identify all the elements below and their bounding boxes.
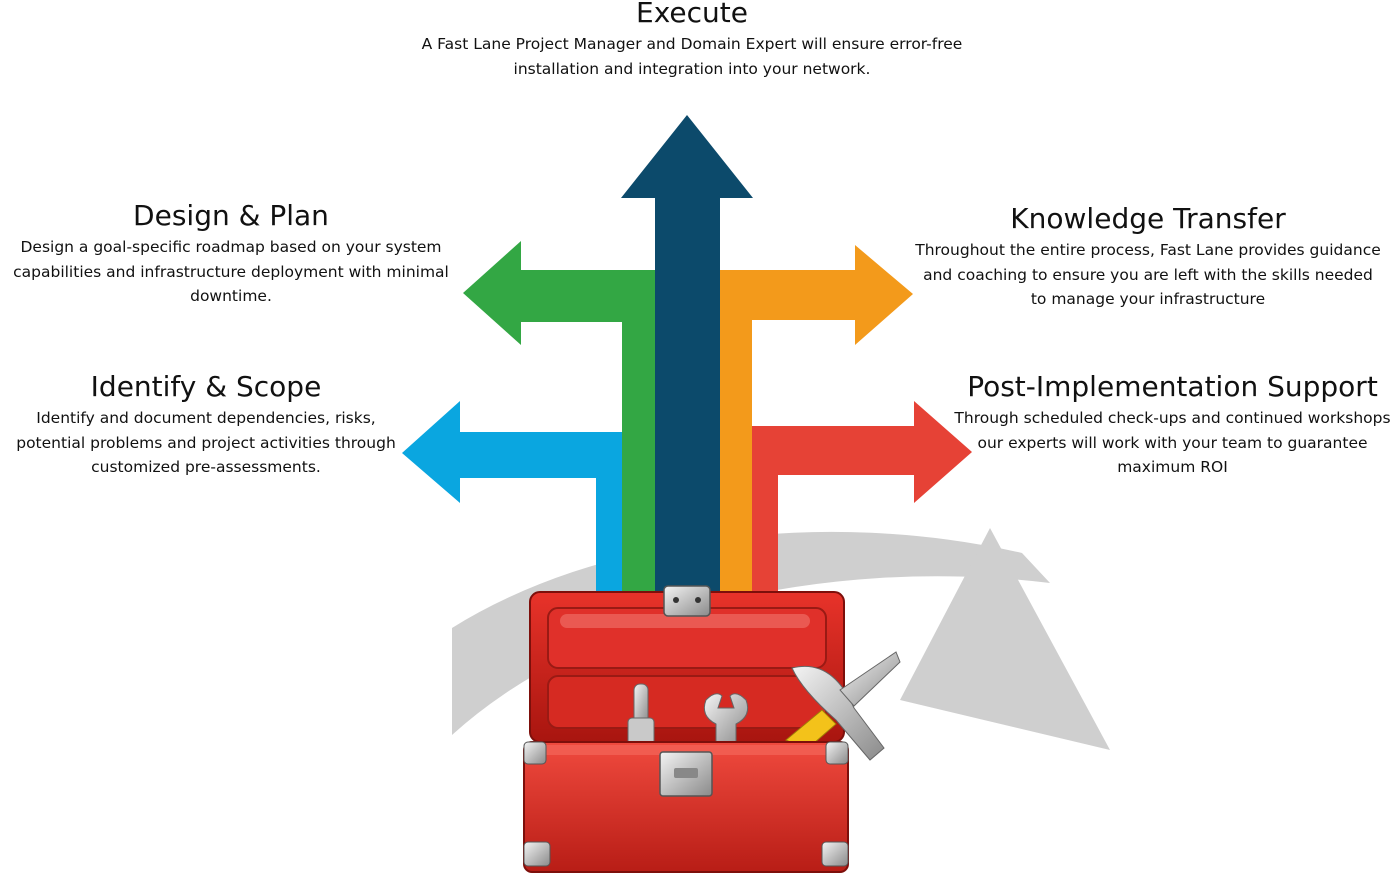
step-knowledge-transfer-title: Knowledge Transfer xyxy=(1010,202,1286,235)
cycle-arrow-head xyxy=(900,528,1110,750)
screwdriver-icon xyxy=(627,683,655,747)
arrow-identify-scope xyxy=(402,401,646,597)
step-identify-scope-description: Identify and document dependencies, risk… xyxy=(16,409,396,476)
step-design-plan-title: Design & Plan xyxy=(133,199,329,232)
step-knowledge-transfer-description: Throughout the entire process, Fast Lane… xyxy=(915,241,1381,308)
step-identify-scope-title: Identify & Scope xyxy=(90,370,322,403)
wrench-icon xyxy=(703,693,749,745)
step-design-plan: Design & Plan Design a goal-specific roa… xyxy=(0,199,462,309)
step-post-implementation-description: Through scheduled check-ups and continue… xyxy=(954,409,1391,476)
step-execute: Execute A Fast Lane Project Manager and … xyxy=(420,0,964,81)
arrow-design-plan xyxy=(463,241,676,597)
step-execute-description: A Fast Lane Project Manager and Domain E… xyxy=(421,35,963,78)
step-post-implementation: Post-Implementation Support Through sche… xyxy=(948,370,1397,480)
arrow-execute xyxy=(621,115,753,597)
step-identify-scope: Identify & Scope Identify and document d… xyxy=(0,370,412,480)
step-execute-title: Execute xyxy=(636,0,748,29)
toolbox-icon xyxy=(523,585,901,873)
step-post-implementation-title: Post-Implementation Support xyxy=(967,370,1378,403)
step-knowledge-transfer: Knowledge Transfer Throughout the entire… xyxy=(913,202,1383,312)
step-design-plan-description: Design a goal-specific roadmap based on … xyxy=(13,238,449,305)
hammer-icon xyxy=(785,651,901,761)
